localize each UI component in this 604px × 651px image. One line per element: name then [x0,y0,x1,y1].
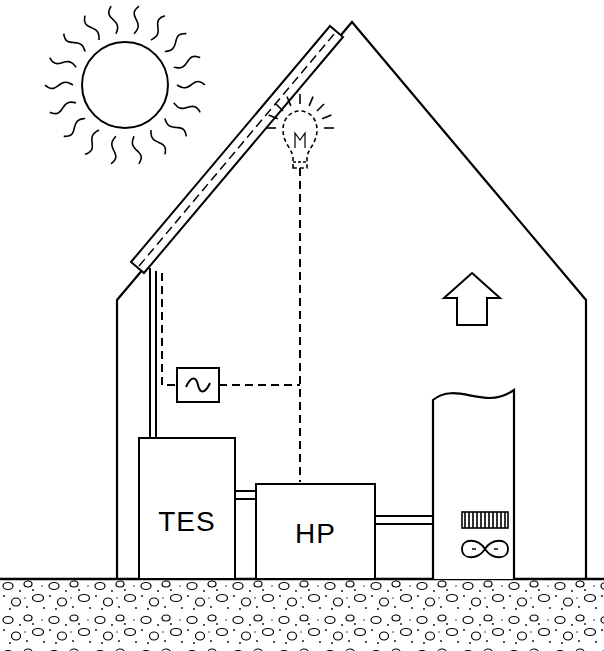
sun-ray [174,103,200,113]
light-ray [309,97,313,106]
heat-flow-arrow [444,273,500,325]
light-ray [269,115,278,119]
sun-ray [151,130,165,154]
sun-ray [132,136,141,164]
sun-ray [50,102,76,114]
light-ray [324,127,334,129]
collector-pipe [150,268,156,438]
sun-ray [50,58,76,68]
solar-collector [131,26,343,273]
heat-pump-box: HP [255,483,376,580]
fan-symbol [462,541,508,558]
pipe-connector [236,495,255,496]
sun-ray [64,118,85,136]
sun-ray [177,82,205,88]
sun-ray [165,34,186,52]
electric-wiring [162,168,300,482]
fan-heater-unit [433,390,514,579]
sun-ray [134,6,139,34]
sun-ray [165,118,186,136]
sun-ray [45,82,73,88]
sun-ray [85,16,99,40]
light-bulb [266,94,334,168]
sun-ray [174,56,200,68]
light-ray [317,104,324,111]
inverter-symbol [177,368,219,402]
sun-ray [151,16,165,40]
pipe-outer [236,490,255,500]
sun-ray [111,136,116,164]
light-ray [287,97,291,106]
light-ray [299,94,301,104]
heating-coil [462,512,508,528]
storage-box: TES [138,437,236,580]
light-ray [266,127,276,129]
light-ray [276,104,283,111]
node-label: TES [140,508,234,536]
sun-ray [64,34,85,52]
supply-pipe [376,516,433,524]
node-label: HP [257,520,374,548]
light-ray [322,115,331,119]
sun-ray [85,130,99,154]
sun [45,6,205,164]
pipe-inner [236,492,255,498]
house-outline [117,22,586,579]
sun-ray [109,6,118,34]
ground-texture [0,580,604,651]
